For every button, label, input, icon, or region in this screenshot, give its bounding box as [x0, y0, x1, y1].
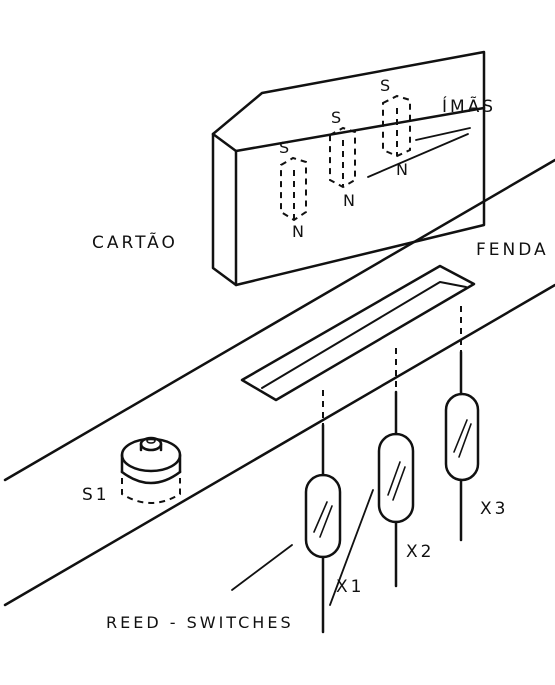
magnet-3-outline: [382, 94, 411, 158]
reed-leader-2: [329, 489, 374, 606]
s1-top: [120, 437, 182, 473]
s1-visible-bottom: [120, 470, 182, 485]
magnet-1-pole-n: N: [292, 222, 307, 241]
slot-label: FENDA: [476, 240, 549, 260]
x1-glass-body: [304, 473, 342, 559]
card-label: CARTÃO: [92, 231, 178, 253]
magnet-2-pole-n: N: [343, 191, 358, 210]
x3-contact-1: [453, 419, 468, 453]
x3-contact-2: [458, 423, 472, 458]
panel-bottom-edge: [3, 283, 555, 607]
reed-switch-x2: [377, 390, 415, 588]
card: S N S N S N: [211, 50, 486, 287]
x2-label: X2: [406, 542, 434, 562]
slot-outline: [240, 264, 476, 402]
magnet-1: [280, 156, 307, 222]
x1-contact-2: [319, 505, 333, 538]
panel-top-edge: [3, 158, 555, 482]
magnet-1-outline: [280, 156, 307, 222]
s1-hidden-body: [121, 478, 181, 504]
card-outline: [211, 50, 486, 287]
magnets-label: ÍMÃS: [442, 95, 496, 117]
reed-switches-label: REED - SWITCHES: [106, 613, 294, 632]
switch-s1: [120, 436, 182, 504]
magnet-3-pole-n: N: [396, 160, 411, 179]
x1-label: X1: [336, 577, 364, 597]
magnet-1-pole-s: S: [279, 138, 292, 157]
x3-glass-body: [444, 392, 480, 482]
reed-switch-x3: [444, 350, 480, 542]
slot: [240, 264, 476, 402]
s1-button-center: [146, 438, 156, 444]
x3-label: X3: [480, 499, 508, 519]
s1-button-sides: [139, 442, 163, 452]
x1-contact-1: [313, 501, 328, 533]
reed-switch-x1: [304, 423, 342, 634]
magnet-3: [382, 94, 411, 158]
x2-glass-body: [377, 432, 415, 524]
reed-leader-1: [231, 544, 293, 591]
slot-inner-edge: [261, 281, 467, 389]
s1-label: S1: [82, 485, 110, 505]
magnets-leader-2: [367, 133, 469, 178]
magnet-2-pole-s: S: [331, 108, 344, 127]
x2-contact-2: [392, 466, 406, 501]
base-panel: [3, 158, 555, 607]
x2-contact-1: [387, 461, 401, 496]
magnet-2: [329, 126, 356, 189]
magnet-2-outline: [329, 126, 356, 189]
magnet-3-pole-s: S: [380, 76, 393, 95]
magnets-leader-1: [415, 127, 471, 141]
